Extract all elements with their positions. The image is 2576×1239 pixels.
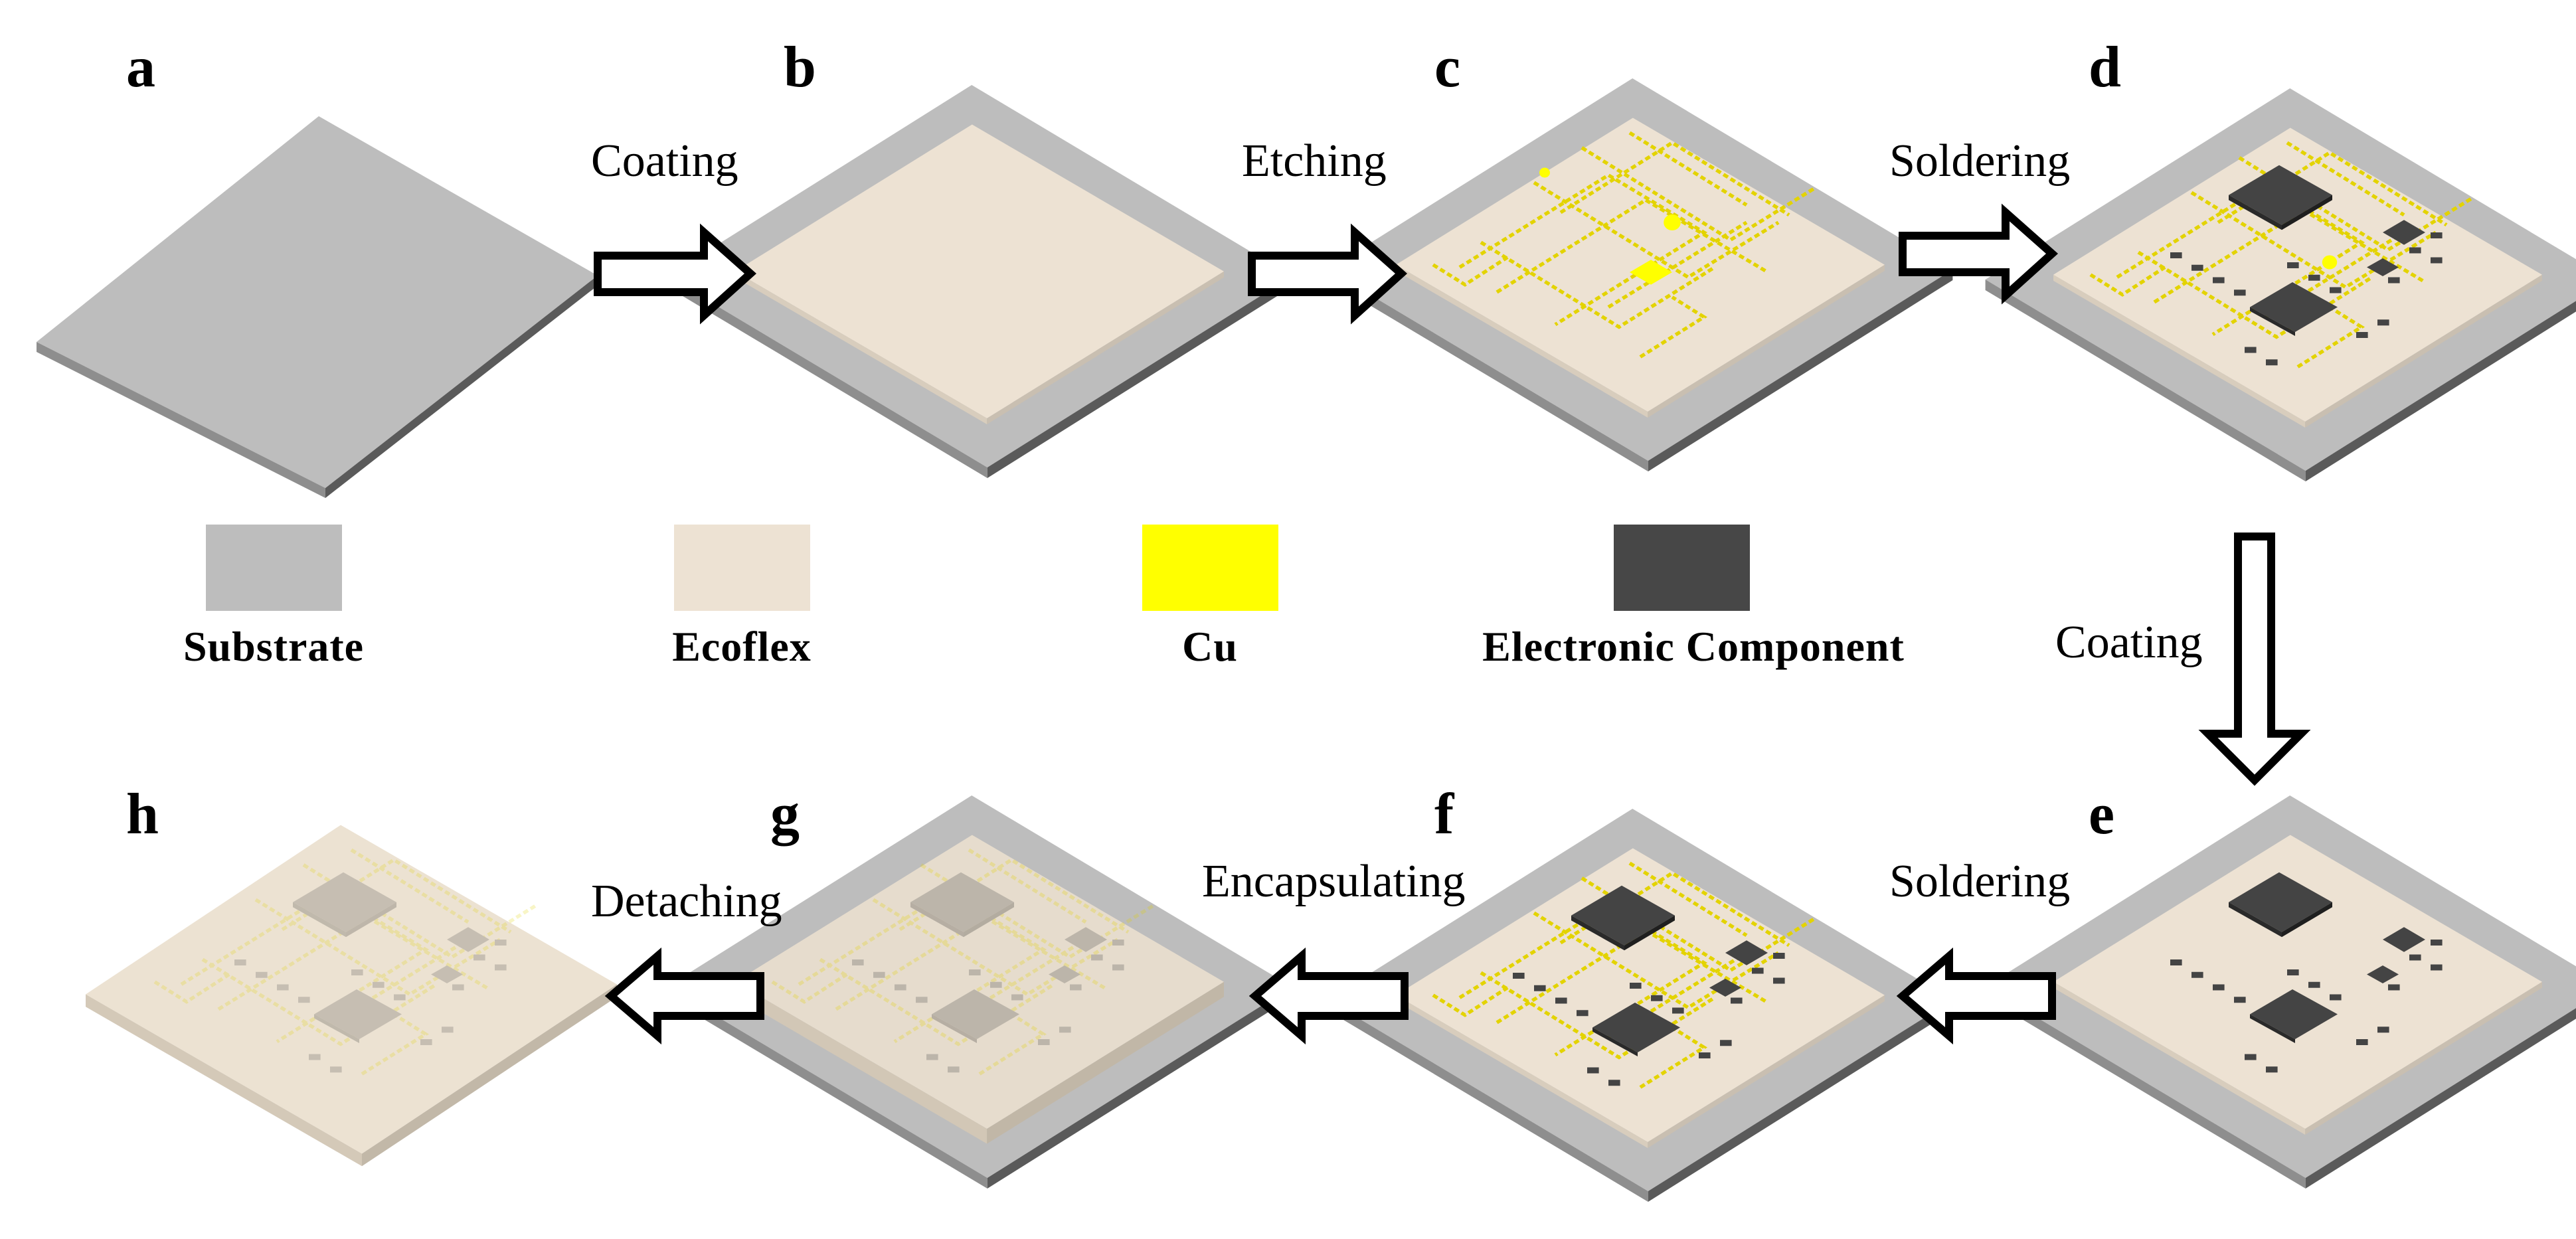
arrow-right-icon — [1899, 203, 2059, 305]
panel-label-b: b — [784, 35, 816, 100]
legend: Substrate Ecoflex Cu Electronic Componen… — [183, 525, 1905, 670]
step-label-detaching: Detaching — [591, 876, 782, 927]
panel-label-g: g — [770, 782, 800, 847]
panel-label-d: d — [2089, 35, 2121, 100]
step-label-etching: Etching — [1242, 135, 1387, 187]
legend-label-substrate: Substrate — [183, 623, 364, 670]
legend-label-cu: Cu — [1182, 623, 1238, 670]
arrow-left-icon — [604, 947, 764, 1045]
legend-swatch-substrate — [206, 525, 342, 611]
board-d — [1985, 88, 2576, 481]
board-e — [1985, 795, 2576, 1189]
step-label-soldering-1: Soldering — [1889, 135, 2070, 187]
board-b — [667, 85, 1292, 478]
panel-label-e: e — [2089, 782, 2114, 847]
step-label-soldering-2: Soldering — [1889, 856, 2070, 907]
board-c — [1328, 78, 1953, 471]
legend-swatch-ecoflex — [674, 525, 810, 611]
step-label-encapsulating: Encapsulating — [1202, 856, 1466, 907]
legend-swatch-cu — [1142, 525, 1278, 611]
board-h — [86, 825, 617, 1167]
board-a — [37, 116, 598, 498]
arrow-right-icon — [594, 223, 757, 325]
board-g — [667, 795, 1292, 1189]
arrow-right-icon — [1248, 223, 1408, 325]
arrow-down-icon — [2198, 533, 2311, 786]
legend-swatch-component — [1614, 525, 1750, 611]
step-label-coating-2: Coating — [2055, 617, 2203, 668]
panel-label-c: c — [1434, 35, 1460, 100]
panel-label-a: a — [126, 35, 155, 100]
arrow-left-icon — [1248, 947, 1409, 1045]
panel-label-h: h — [126, 782, 159, 847]
legend-label-component: Electronic Component — [1482, 623, 1905, 670]
legend-label-ecoflex: Ecoflex — [672, 623, 812, 670]
panel-label-f: f — [1434, 782, 1455, 847]
process-arrows — [594, 203, 2311, 1045]
step-label-coating-1: Coating — [591, 135, 738, 187]
arrow-left-icon — [1896, 947, 2056, 1045]
